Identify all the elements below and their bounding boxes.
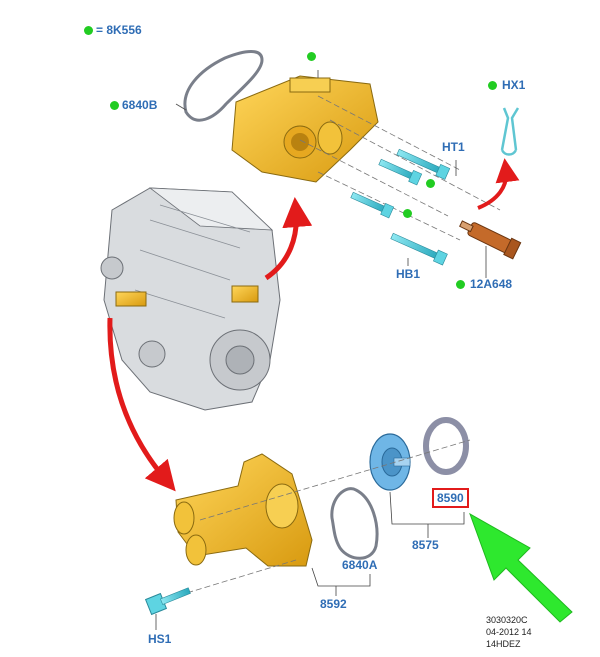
- thermostat-8575: [369, 433, 411, 491]
- engine-block: [100, 187, 281, 411]
- gasket-6840a: [330, 487, 379, 560]
- label-8575: 8575: [412, 538, 439, 552]
- retaining-clip-hx1: [500, 107, 520, 156]
- temperature-sensor-12a648: [459, 220, 522, 260]
- label-hs1: HS1: [148, 632, 172, 646]
- dot-12a648: [456, 280, 465, 289]
- red-arrow-lower: [107, 317, 176, 492]
- centerline-lower: [199, 439, 471, 521]
- label-6840b: 6840B: [122, 98, 158, 112]
- legend-text: = 8K556: [96, 23, 142, 37]
- centerline-bolt: [169, 559, 297, 599]
- stamp-line-2: 04-2012 14: [486, 627, 532, 637]
- centerlines-upper: [299, 95, 501, 241]
- bolt-hs1: [144, 587, 191, 616]
- dot-bolt-b: [403, 209, 412, 218]
- dot-upper-housing: [307, 52, 316, 61]
- label-6840a: 6840A: [342, 558, 378, 572]
- seal-8590: [423, 417, 469, 475]
- red-arrow-upper: [264, 197, 313, 281]
- label-12a648: 12A648: [470, 277, 513, 291]
- upper-bolts: [350, 148, 451, 266]
- callout-brackets: [155, 70, 487, 630]
- label-hb1: HB1: [396, 267, 421, 281]
- legend-dot: [84, 26, 93, 35]
- dot-bolt-a: [426, 179, 435, 188]
- highlight-arrow: [469, 512, 573, 623]
- label-hx1: HX1: [502, 78, 526, 92]
- label-ht1: HT1: [442, 140, 465, 154]
- red-arrow-clip: [477, 158, 520, 210]
- stamp-line-1: 3030320C: [486, 615, 528, 625]
- lower-thermostat-housing-8592: [173, 453, 313, 567]
- label-8590: 8590: [432, 488, 469, 508]
- label-8592: 8592: [320, 597, 347, 611]
- drawing-stamp: 3030320C 04-2012 14 14HDEZ: [486, 614, 532, 650]
- upper-thermostat-housing: [231, 75, 379, 183]
- gasket-6840b: [183, 50, 264, 122]
- dot-6840b: [110, 101, 119, 110]
- stamp-line-3: 14HDEZ: [486, 639, 521, 649]
- dot-hx1: [488, 81, 497, 90]
